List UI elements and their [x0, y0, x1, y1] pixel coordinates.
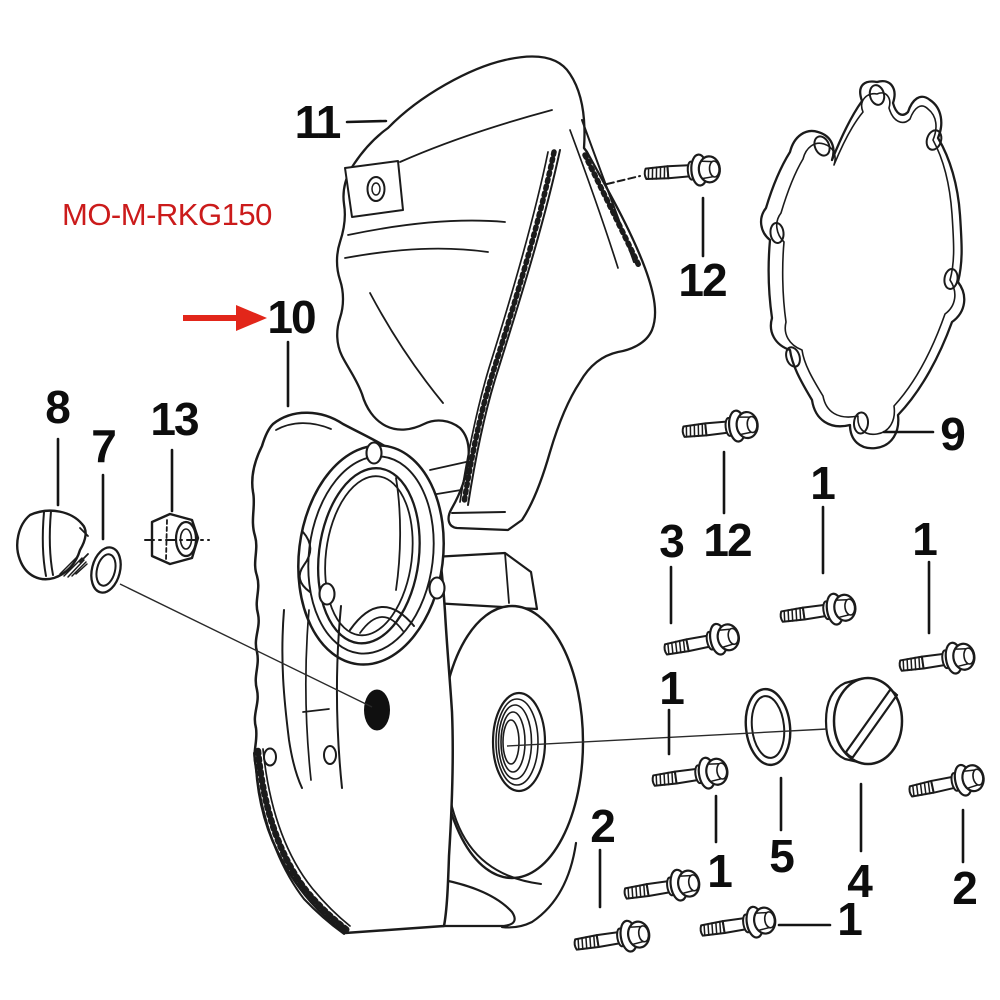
callout-13: 13 — [150, 393, 199, 445]
part-8-plug — [16, 509, 89, 581]
bolt-12-upper — [642, 152, 722, 191]
bolt-12-mid — [680, 407, 761, 449]
bolt-3 — [660, 618, 743, 666]
callout-12-top: 12 — [678, 254, 727, 306]
callout-5: 5 — [769, 830, 795, 882]
leader-lines — [56, 119, 965, 927]
bolt-1-e — [697, 902, 779, 948]
part-7-washer — [90, 546, 122, 594]
callout-11: 11 — [294, 96, 342, 148]
callout-7: 7 — [91, 420, 117, 472]
bolt-2-b — [571, 916, 653, 962]
callout-4: 4 — [847, 855, 873, 907]
bolt-1-d — [621, 865, 703, 911]
bolt-1-a — [777, 589, 859, 634]
bolt-1-b — [896, 638, 978, 683]
part-4-cap — [824, 676, 904, 766]
callout-8: 8 — [45, 381, 71, 433]
bolt-2-a — [905, 759, 988, 808]
callout-2-b: 2 — [952, 862, 978, 914]
callout-2-a: 2 — [590, 800, 616, 852]
part-10-cover — [251, 411, 455, 935]
part-5-o-ring — [744, 687, 792, 767]
callout-10: 10 — [267, 291, 316, 343]
bolt-1-c — [649, 753, 731, 798]
part-code-label: MO-M-RKG150 — [62, 197, 272, 232]
part-11-inner-cover — [335, 55, 657, 532]
callout-1-a: 1 — [810, 457, 836, 509]
hardware-bolts — [571, 152, 988, 962]
callout-9: 9 — [940, 408, 966, 460]
callout-1-d: 1 — [707, 845, 733, 897]
red-arrow-icon — [183, 305, 267, 331]
engine-crankcase — [418, 551, 585, 929]
cover-plug-hole — [364, 689, 390, 731]
part-9-gasket — [759, 79, 966, 450]
callout-1-b: 1 — [912, 513, 938, 565]
callout-1-e: 1 — [837, 893, 863, 945]
callout-3: 3 — [659, 515, 685, 567]
callout-12-mid: 12 — [703, 514, 752, 566]
callout-1-c: 1 — [659, 662, 685, 714]
